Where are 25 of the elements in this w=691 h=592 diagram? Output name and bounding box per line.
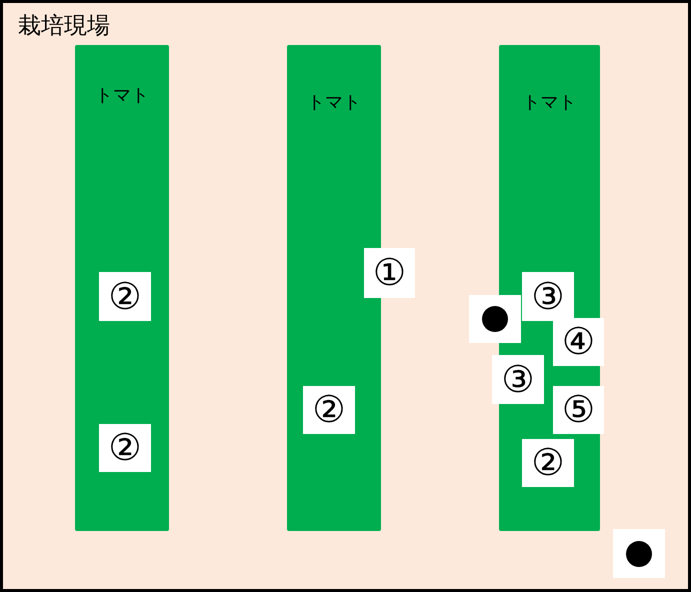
field-title: 栽培現場 — [18, 12, 110, 40]
row-label: トマト — [307, 92, 361, 114]
marker-tile — [303, 386, 355, 434]
marker-tile — [522, 272, 574, 321]
circled-number: ② — [531, 443, 565, 483]
circled-number: ② — [108, 276, 142, 316]
circled-number: ② — [108, 428, 142, 468]
circled-number: ③ — [531, 276, 565, 316]
circled-number: ③ — [501, 360, 535, 400]
marker-tile — [522, 439, 574, 487]
crop-row-band — [75, 45, 169, 531]
circled-number: ⑤ — [562, 390, 596, 430]
circled-number: ① — [372, 253, 406, 293]
circled-number: ② — [312, 390, 346, 430]
circled-number: ④ — [562, 322, 596, 362]
row-label: トマト — [95, 85, 149, 107]
marker-tile — [613, 529, 665, 578]
marker-tile — [99, 272, 151, 321]
marker-tile — [99, 424, 151, 472]
marker-tile — [553, 318, 604, 366]
marker-tile — [364, 248, 415, 298]
marker-tile — [469, 295, 521, 343]
row-label: トマト — [522, 92, 576, 114]
marker-tile — [553, 386, 604, 434]
marker-tile — [492, 355, 544, 404]
